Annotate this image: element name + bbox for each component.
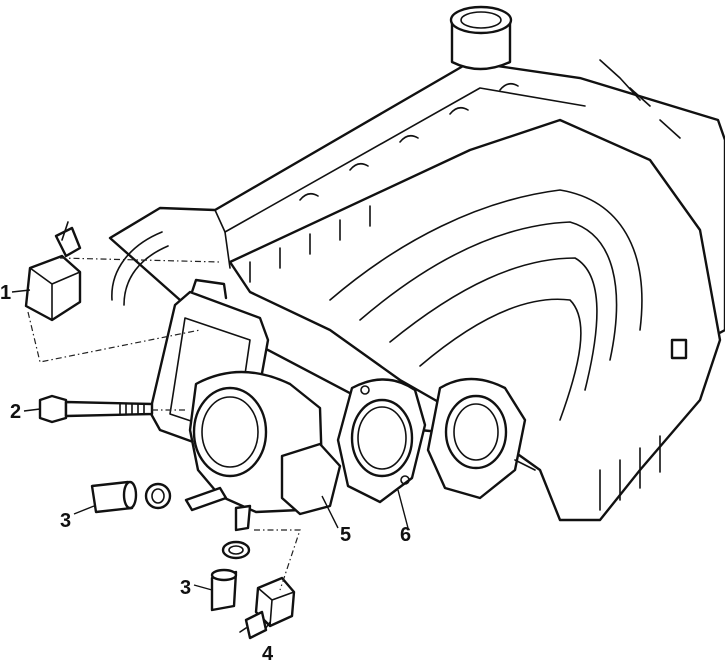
- throttle-body-gasket: [336, 378, 427, 504]
- sensor-connector: [239, 576, 296, 640]
- hose-clamp-left: [144, 482, 172, 510]
- hose-clamp-lower: [221, 540, 251, 560]
- throttle-body: [148, 278, 342, 532]
- alignment-lines: [27, 257, 301, 591]
- intake-manifold: [228, 59, 722, 522]
- callout-4: 4: [262, 643, 274, 665]
- mounting-bolt: [38, 394, 154, 424]
- callout-2: 2: [10, 401, 21, 423]
- callout-leaders: [11, 289, 409, 629]
- coolant-hose-lower: [210, 568, 238, 612]
- callout-3-lower-hose: 3: [180, 577, 191, 599]
- callout-3-hose: 3: [60, 510, 71, 532]
- oil-filler-neck: [449, 5, 513, 71]
- callout-6: 6: [400, 524, 411, 546]
- callout-5: 5: [340, 524, 351, 546]
- coolant-hose-left: [90, 480, 138, 514]
- electrical-connector: [24, 221, 82, 322]
- callout-1: 1: [0, 282, 11, 304]
- manifold-inlet-flange: [426, 377, 536, 500]
